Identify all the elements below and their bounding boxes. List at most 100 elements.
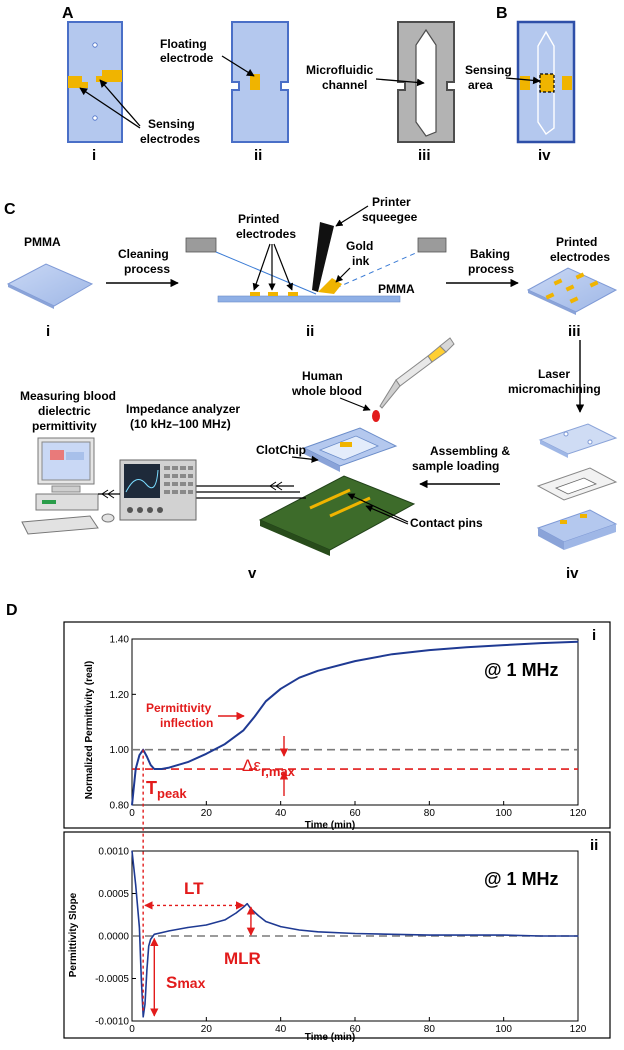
roman-a-iii: iii xyxy=(418,147,431,164)
chip-i-port-top xyxy=(92,42,98,48)
panel-a-group: A B Sensing electrodes i Floating electr… xyxy=(62,5,576,164)
printed-pad-3 xyxy=(288,292,298,296)
printed-electrodes-iii-label-1: Printed xyxy=(556,235,597,249)
data-point-1-19 xyxy=(257,915,259,917)
iii-pad-6 xyxy=(545,292,555,300)
y-tick-label-0-1: 1.00 xyxy=(110,745,130,756)
data-point-1-17 xyxy=(246,903,248,905)
chip-i-electrode-left xyxy=(68,76,88,88)
x-tick-label-1-6: 120 xyxy=(570,1024,587,1035)
layer-bottom-pad-2 xyxy=(580,514,587,518)
data-point-1-21 xyxy=(280,926,282,928)
data-point-1-14 xyxy=(224,919,226,921)
arrow-squeegee xyxy=(335,205,369,227)
data-point-1-12 xyxy=(187,926,189,929)
chart-ii-ylabel: Permittivity Slope xyxy=(68,892,79,977)
roman-a-iv: iv xyxy=(538,147,551,164)
data-point-1-3 xyxy=(140,977,142,980)
screen-frame-right xyxy=(417,237,447,253)
smax-sub: max xyxy=(177,975,205,991)
roman-c-iv: iv xyxy=(566,565,579,582)
impedance-label-2: (10 kHz–100 MHz) xyxy=(130,417,231,431)
y-tick-label-0-3: 1.40 xyxy=(110,635,130,646)
data-point-0-21 xyxy=(465,646,468,648)
pmma-slab xyxy=(6,263,94,307)
x-tick-label-1-3: 60 xyxy=(349,1024,361,1035)
x-tick-label-0-1: 20 xyxy=(201,808,213,819)
y-tick-label-0-0: 0.80 xyxy=(110,801,130,812)
contact-pin-1 xyxy=(309,488,351,510)
roman-a-ii: ii xyxy=(254,147,262,164)
chip-ii-arrow xyxy=(221,55,255,77)
arrow-pe-3 xyxy=(273,243,293,291)
tpeak-main: T xyxy=(146,778,157,798)
inflection-label-1: Permittivity xyxy=(146,701,212,715)
layer-top-port-1 xyxy=(563,431,569,437)
panel-label-d: D xyxy=(6,602,18,619)
layer-top-edge xyxy=(540,440,568,458)
layer-bottom-edge xyxy=(538,528,564,550)
measuring-label-1: Measuring blood xyxy=(20,389,116,403)
sensing-area-label-2: area xyxy=(468,78,493,92)
lt-label: LT xyxy=(184,879,204,898)
baking-label-2: process xyxy=(468,262,514,276)
screen-mesh-right xyxy=(335,251,419,289)
data-point-1-26 xyxy=(428,934,430,936)
roman-c-i: i xyxy=(46,323,50,340)
cable-computer-chevrons xyxy=(101,489,115,499)
gold-ink-label-1: Gold xyxy=(346,239,373,253)
roman-c-ii: ii xyxy=(306,323,314,340)
clotchip-device-edge xyxy=(304,448,340,472)
layer-bottom-edge-2 xyxy=(564,524,616,550)
screen-mesh-left xyxy=(215,251,317,295)
printed-electrodes-label-2: electrodes xyxy=(236,227,296,241)
pmma-slab-iii-edge xyxy=(528,290,576,315)
x-tick-label-1-0: 0 xyxy=(129,1024,135,1035)
chip-i-arrow-2 xyxy=(99,79,141,127)
chart-i-xlabel: Time (min) xyxy=(305,820,355,831)
printed-electrodes-iii-label-2: electrodes xyxy=(550,250,610,264)
chip-iv-channel xyxy=(537,30,555,136)
inflection-label-2: inflection xyxy=(160,716,213,730)
delta-sub: r,max xyxy=(261,764,296,779)
pmma-label: PMMA xyxy=(24,235,61,249)
data-point-1-15 xyxy=(235,912,237,914)
y-tick-label-0-2: 1.20 xyxy=(110,690,130,701)
chip-iv-electrode-right xyxy=(562,76,572,90)
printed-electrodes-label-1: Printed xyxy=(238,212,279,226)
chart-i-roman: i xyxy=(592,627,596,644)
tpeak-sub: peak xyxy=(157,786,187,801)
printer-squeegee-label-1: Printer xyxy=(372,195,411,209)
blood-drop-icon xyxy=(372,410,380,422)
data-point-0-16 xyxy=(298,677,300,679)
arrow-pe-1 xyxy=(252,243,271,291)
chip-i-electrode-right xyxy=(96,70,122,82)
chart-ii-roman: ii xyxy=(590,837,598,854)
mlr-label: MLR xyxy=(224,949,261,968)
data-point-1-8 xyxy=(149,938,152,941)
data-point-1-6 xyxy=(146,969,148,971)
data-point-0-1 xyxy=(135,768,137,770)
x-tick-label-1-2: 40 xyxy=(275,1024,287,1035)
chart-i-ylabel: Normalized Permittivity (real) xyxy=(84,661,95,799)
data-point-1-7 xyxy=(148,945,150,947)
iii-pad-3 xyxy=(575,272,585,280)
roman-c-iii: iii xyxy=(568,323,581,340)
data-point-0-17 xyxy=(317,670,319,672)
chart-ii-freq: @ 1 MHz xyxy=(484,869,559,889)
data-point-0-15 xyxy=(280,688,282,690)
smax-label: Smax xyxy=(166,973,206,992)
clotchip-label: ClotChip xyxy=(256,443,306,457)
y-tick-label-1-1: -0.0005 xyxy=(95,974,129,985)
data-point-1-11 xyxy=(168,930,170,932)
data-point-0-5 xyxy=(149,764,152,766)
data-point-0-11 xyxy=(224,743,226,745)
chip-iii-channel xyxy=(415,28,437,137)
microfluidic-label-2: channel xyxy=(322,78,367,92)
computer-icon xyxy=(21,437,115,535)
arrow-clotchip xyxy=(291,455,319,463)
data-point-1-5 xyxy=(144,1003,146,1005)
data-point-0-19 xyxy=(391,653,393,655)
y-tick-label-1-3: 0.0005 xyxy=(98,889,129,900)
